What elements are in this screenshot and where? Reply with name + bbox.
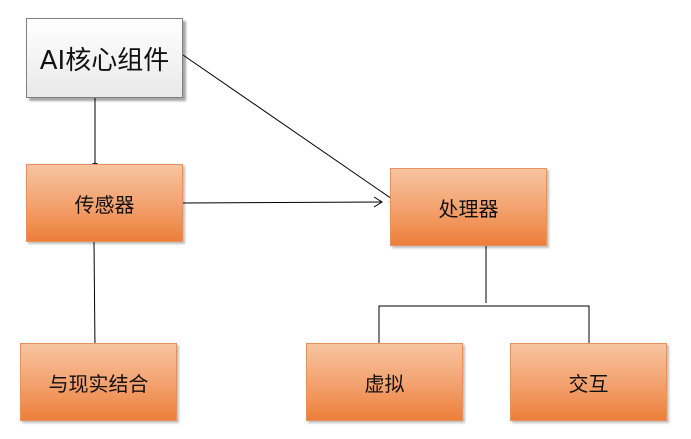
connector-root-processor	[182, 54, 396, 202]
node-label: 处理器	[438, 196, 499, 221]
node-ai-core-components[interactable]: AI核心组件	[26, 18, 183, 98]
connector-sensor-processor	[182, 201, 382, 204]
node-sensor[interactable]: 传感器	[26, 164, 183, 242]
connector-sensor-reality	[93, 241, 96, 350]
node-label: 虚拟	[364, 371, 405, 396]
node-label: 交互	[568, 371, 609, 396]
node-combine-with-reality[interactable]: 与现实结合	[20, 343, 177, 421]
node-label: AI核心组件	[39, 45, 170, 76]
node-interaction[interactable]: 交互	[510, 343, 667, 421]
connector-branch	[378, 305, 590, 348]
node-processor[interactable]: 处理器	[390, 168, 547, 246]
node-label: 与现实结合	[48, 371, 149, 396]
node-virtual[interactable]: 虚拟	[306, 343, 463, 421]
arrowhead	[373, 196, 383, 208]
node-label: 传感器	[74, 192, 135, 217]
